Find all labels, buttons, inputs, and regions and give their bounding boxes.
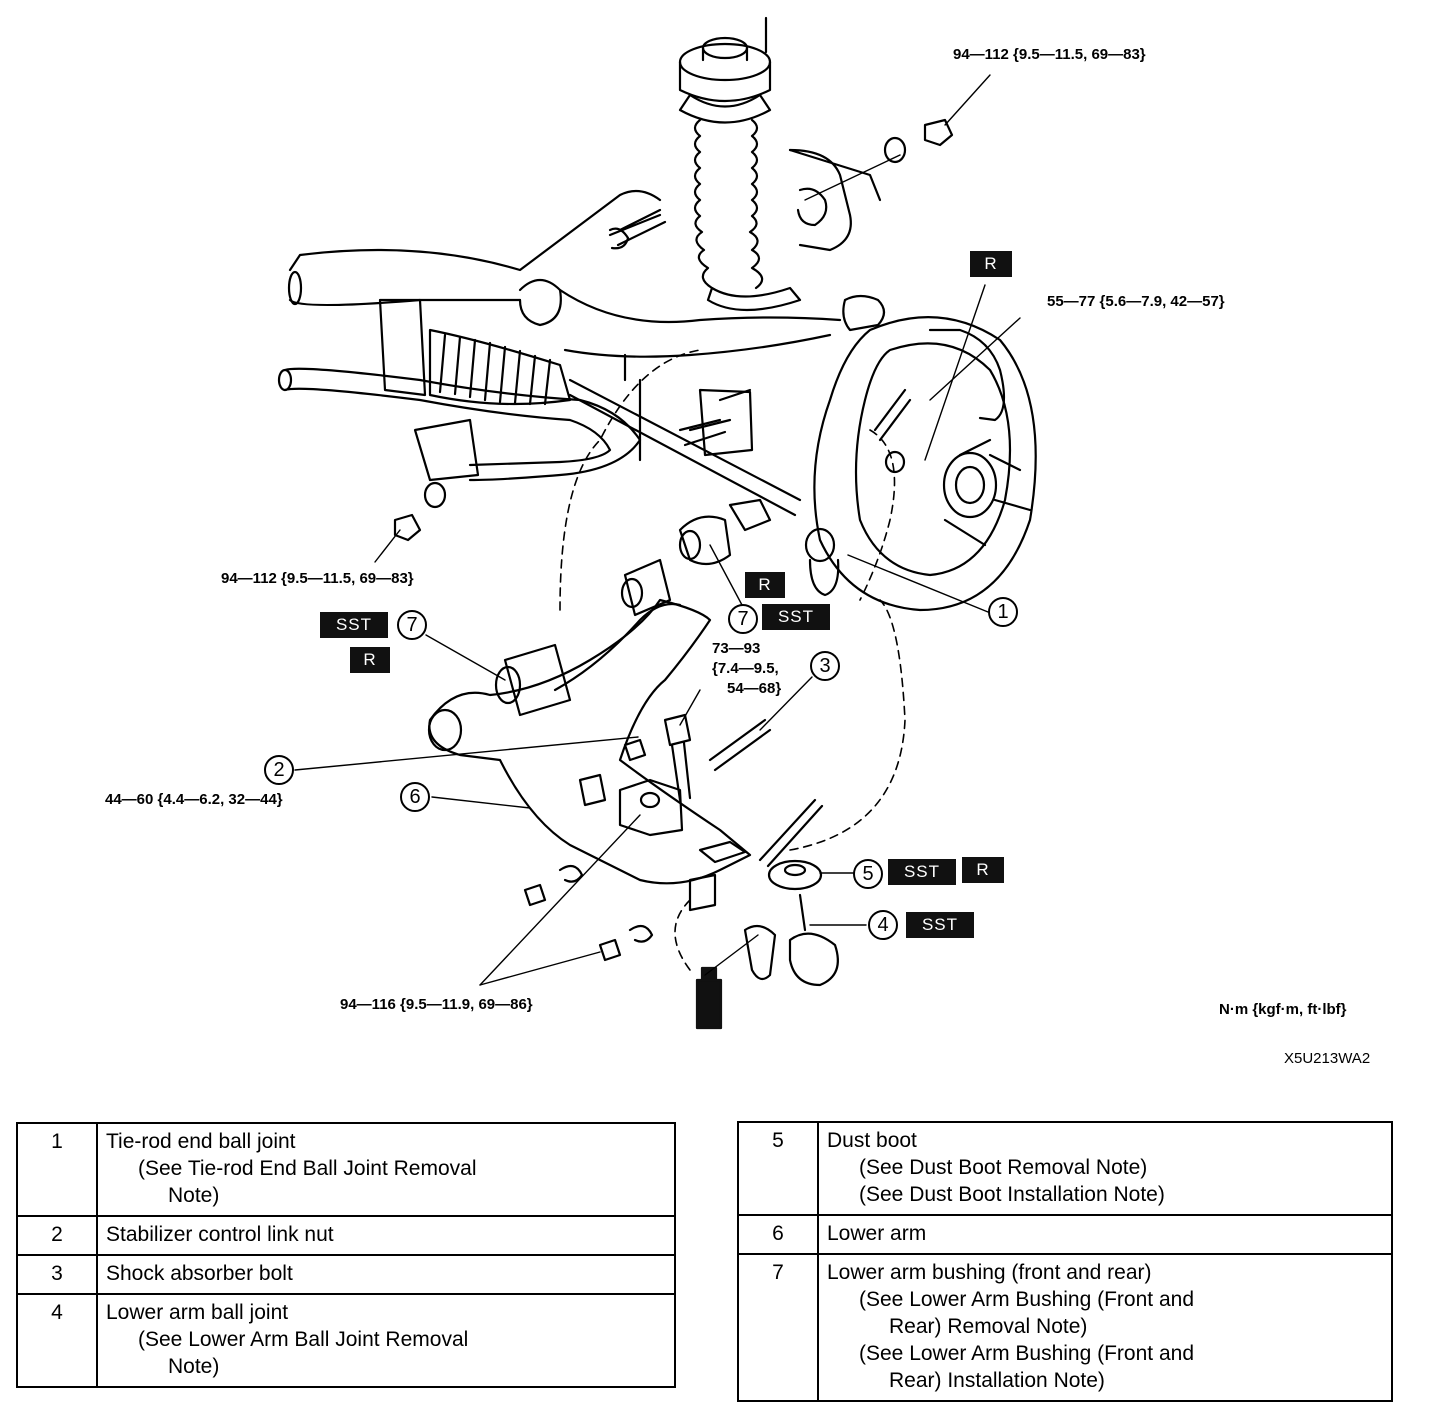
torque-shock-bolt-line3: 54—68} — [727, 680, 782, 697]
tag-sst-bushing-rear: SST — [320, 612, 388, 638]
legend-item-title: Lower arm ball joint — [106, 1301, 289, 1324]
legend-item-title: Dust boot — [827, 1129, 917, 1152]
legend-row: 5 Dust boot (See Dust Boot Removal Note) (S… — [737, 1121, 1393, 1216]
legend-note-line: (See Lower Arm Bushing (Front and — [859, 1288, 1194, 1311]
callout-3: 3 — [810, 651, 840, 681]
legend-item-number: 2 — [16, 1215, 98, 1256]
units-label: N·m {kgf·m, ft·lbf} — [1219, 1001, 1347, 1018]
strut-bracket-illustration — [788, 148, 882, 252]
callout-1: 1 — [988, 597, 1018, 627]
legend-item-text: Tie-rod end ball joint (See Tie-rod End B… — [96, 1122, 676, 1217]
legend-right-body: 5 Dust boot (See Dust Boot Removal Note) (S… — [737, 1121, 1393, 1402]
tag-sst-ball-joint: SST — [906, 912, 974, 938]
torque-shock-bolt-line1: 73—93 — [712, 640, 761, 657]
legend-item-number: 3 — [16, 1254, 98, 1295]
lower-arm-illustration — [427, 598, 752, 912]
legend-item-text: Dust boot (See Dust Boot Removal Note) (Se… — [817, 1121, 1393, 1216]
legend-table-right: 5 Dust boot (See Dust Boot Removal Note) (S… — [737, 1121, 1393, 1402]
strut-mount-illustration — [678, 16, 772, 124]
hub-disc-illustration — [813, 316, 1037, 612]
steering-rack-illustration — [378, 298, 802, 532]
legend-note-line: (See Dust Boot Removal Note) — [859, 1156, 1148, 1179]
legend-row: 7 Lower arm bushing (front and rear) (See … — [737, 1253, 1393, 1402]
strut-bellows-illustration — [693, 118, 802, 312]
tag-r-bushing-front: R — [745, 572, 785, 598]
tag-r-dust-boot: R — [962, 857, 1004, 883]
legend-note-line: (See Tie-rod End Ball Joint Removal — [138, 1157, 477, 1180]
suspension-exploded-diagram — [277, 16, 1037, 1030]
legend-item-title: Lower arm — [827, 1222, 927, 1245]
legend-row: 6 Lower arm — [737, 1214, 1393, 1255]
legend-item-number: 7 — [737, 1253, 819, 1402]
legend-note-continuation: Rear) Removal Note) — [889, 1315, 1088, 1338]
callout-6: 6 — [400, 782, 430, 812]
callout-4: 4 — [868, 910, 898, 940]
legend-note-continuation: Rear) Installation Note) — [889, 1369, 1105, 1392]
torque-hub-nut: 55—77 {5.6—7.9, 42—57} — [1047, 293, 1225, 310]
figure-code: X5U213WA2 — [1284, 1050, 1371, 1067]
crossmember-illustration — [287, 189, 886, 358]
leader-lines — [294, 74, 1021, 986]
callout-5: 5 — [853, 859, 883, 889]
nuts-washers-illustration — [393, 118, 954, 962]
torque-shock-bolt-line2: {7.4—9.5, — [712, 660, 779, 677]
legend-row: 4 Lower arm ball joint (See Lower Arm Ball… — [16, 1293, 676, 1388]
torque-top-right-nut: 94—112 {9.5—11.5, 69—83} — [953, 46, 1146, 63]
grease-container-illustration — [695, 966, 723, 1030]
legend-note-continuation: Note) — [168, 1355, 220, 1378]
dashed-guides — [559, 349, 906, 971]
tag-r-bushing-rear: R — [350, 647, 390, 673]
legend-item-number: 5 — [737, 1121, 819, 1216]
torque-stabilizer-nut: 94—112 {9.5—11.5, 69—83} — [221, 570, 414, 587]
legend-note-continuation: Note) — [168, 1184, 220, 1207]
legend-item-text: Lower arm — [817, 1214, 1393, 1255]
stabilizer-bar-illustration — [277, 353, 754, 482]
tie-rod-end-illustration — [804, 527, 840, 597]
ball-joint-illustration — [743, 859, 839, 987]
legend-item-title: Shock absorber bolt — [106, 1262, 293, 1285]
legend-row: 2 Stabilizer control link nut — [16, 1215, 676, 1256]
bushing-illustration — [494, 515, 732, 717]
bolts-illustration — [608, 213, 824, 868]
legend-item-title: Tie-rod end ball joint — [106, 1130, 296, 1153]
legend-item-text: Lower arm ball joint (See Lower Arm Ball … — [96, 1293, 676, 1388]
legend-table-left: 1 Tie-rod end ball joint (See Tie-rod End … — [16, 1122, 676, 1388]
legend-note-line: (See Lower Arm Ball Joint Removal — [138, 1328, 469, 1351]
tag-r-hub: R — [970, 251, 1012, 277]
torque-control-link: 44—60 {4.4—6.2, 32—44} — [105, 791, 283, 808]
legend-item-text: Lower arm bushing (front and rear) (See L… — [817, 1253, 1393, 1402]
callout-7-rear: 7 — [397, 610, 427, 640]
torque-lower-arm-nuts: 94—116 {9.5—11.9, 69—86} — [340, 996, 533, 1013]
tag-sst-bushing-front: SST — [762, 604, 830, 630]
legend-row: 3 Shock absorber bolt — [16, 1254, 676, 1295]
legend-note-line: (See Dust Boot Installation Note) — [859, 1183, 1165, 1206]
legend-item-title: Lower arm bushing (front and rear) — [827, 1261, 1152, 1284]
callout-2: 2 — [264, 755, 294, 785]
legend-item-text: Stabilizer control link nut — [96, 1215, 676, 1256]
tag-sst-dust-boot: SST — [888, 859, 956, 885]
legend-item-number: 6 — [737, 1214, 819, 1255]
legend-item-title: Stabilizer control link nut — [106, 1223, 334, 1246]
legend-left-body: 1 Tie-rod end ball joint (See Tie-rod End … — [16, 1122, 676, 1388]
legend-item-number: 4 — [16, 1293, 98, 1388]
legend-row: 1 Tie-rod end ball joint (See Tie-rod End … — [16, 1122, 676, 1217]
legend-note-line: (See Lower Arm Bushing (Front and — [859, 1342, 1194, 1365]
legend-item-text: Shock absorber bolt — [96, 1254, 676, 1295]
legend-item-number: 1 — [16, 1122, 98, 1217]
callout-7-front: 7 — [728, 604, 758, 634]
